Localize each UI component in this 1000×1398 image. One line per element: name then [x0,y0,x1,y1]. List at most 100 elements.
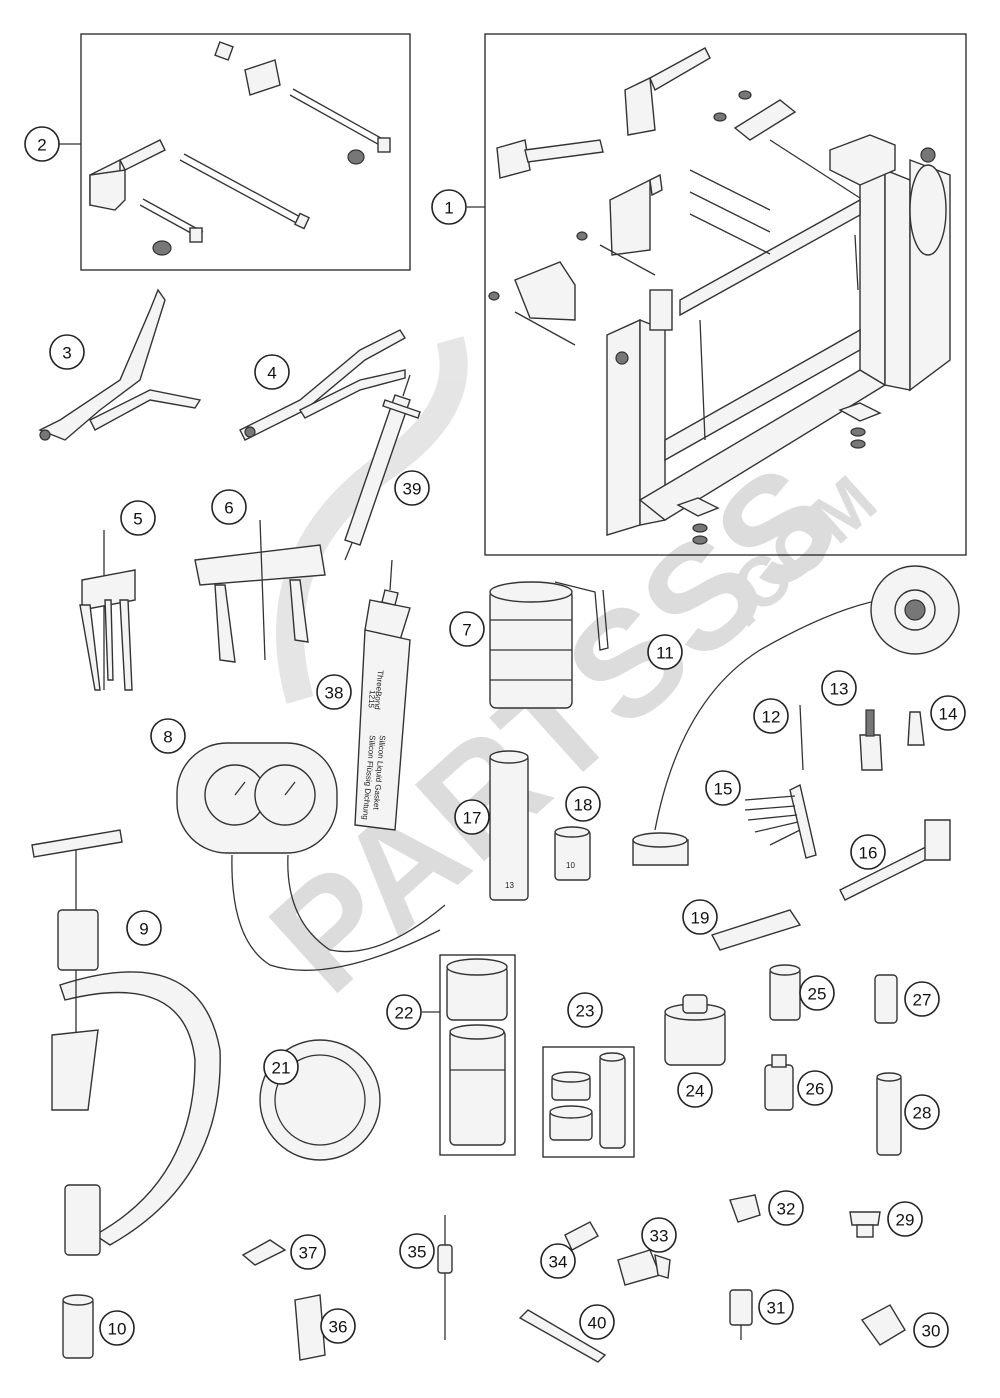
callout-16: 16 [850,834,886,870]
part-3-pliers [38,288,202,441]
callout-40: 40 [579,1304,615,1340]
part-8-pressure-gauge [176,742,446,971]
part-34-spring [564,1221,599,1251]
callout-23-text: 23 [576,1002,595,1021]
callout-2: 2 [24,126,60,162]
part-4-clamp-pliers [239,329,406,441]
part-17-socket-13: 13 [489,750,529,901]
callout-28: 28 [904,1094,940,1130]
callout-27-text: 27 [913,991,932,1010]
callout-29-text: 29 [896,1211,915,1230]
callout-24: 24 [677,1072,713,1108]
callout-21: 21 [263,1049,299,1085]
part-29-plug [849,1211,881,1238]
part-39-grease-syringe [344,374,421,561]
callout-32-text: 32 [777,1200,796,1219]
part-31-valve [729,1289,753,1340]
callout-14-text: 14 [939,705,958,724]
part-28-sleeve [876,1072,902,1156]
callout-34: 34 [540,1243,576,1279]
part-22-bearing-drift-set [446,958,508,1146]
callout-36: 36 [320,1308,356,1344]
part-1-frame [484,33,967,556]
tube-38-brand: ThreeBond [373,670,385,710]
part-38-threebond-tube: ThreeBond 1215 Silicon Liquid Gasket Sil… [354,559,411,831]
callout-1: 1 [431,189,467,225]
part-37-clip [241,1239,287,1266]
callout-9: 9 [126,910,162,946]
part-6-two-jaw-puller [194,519,326,663]
callout-31-text: 31 [767,1299,786,1318]
callout-10-text: 10 [108,1320,127,1339]
part-16-pin-spanner [839,819,951,901]
callout-4-text: 4 [267,364,276,383]
callout-5: 5 [120,500,156,536]
callout-6: 6 [211,489,247,525]
part-10-bushing-tool [62,1294,94,1359]
callout-numbers: 1 2 3 4 5 6 7 8 9 10 11 12 13 14 15 16 1… [24,126,966,1348]
callout-8: 8 [150,718,186,754]
callout-13-text: 13 [830,680,849,699]
callout-12: 12 [753,698,789,734]
callout-30-text: 30 [922,1322,941,1341]
part-36-plate [294,1294,326,1361]
callout-40-text: 40 [588,1314,607,1333]
callout-33: 33 [641,1217,677,1253]
part-23-frame [542,1046,635,1158]
callout-6-text: 6 [224,499,233,518]
callout-35-text: 35 [408,1243,427,1262]
callout-5-text: 5 [133,510,142,529]
callout-17: 17 [454,799,490,835]
callout-30: 30 [913,1312,949,1348]
part-22-frame [439,954,516,1156]
part-40-threaded-rod [518,1309,607,1363]
callout-25-text: 25 [808,985,827,1004]
callout-18: 18 [565,786,601,822]
callout-26-text: 26 [806,1080,825,1099]
callout-26: 26 [797,1070,833,1106]
part-18-socket-10: 10 [554,826,591,881]
callout-7-text: 7 [462,621,471,640]
callout-8-text: 8 [163,728,172,747]
callout-27: 27 [904,981,940,1017]
callout-22: 22 [386,994,422,1030]
part-33-bolt [617,1249,671,1286]
callout-11: 11 [647,634,683,670]
callout-7: 7 [449,611,485,647]
callout-3-text: 3 [62,344,71,363]
callout-3: 3 [49,334,85,370]
part-35-puller [437,1215,453,1340]
part-5-three-jaw-puller [79,530,136,691]
callout-39: 39 [394,470,430,506]
callout-37-text: 37 [299,1244,318,1263]
callout-19: 19 [682,899,718,935]
callout-23: 23 [567,992,603,1028]
part-15-hex-key-set [744,783,817,859]
callout-2-text: 2 [37,136,46,155]
part-32-pin [729,1194,761,1223]
callout-14: 14 [930,695,966,731]
part-2-engine-bracket-kit [89,41,391,256]
part-1-engine-stand [488,47,951,545]
callout-37: 37 [290,1234,326,1270]
part-25-sleeve [769,964,801,1021]
callout-15-text: 15 [714,780,733,799]
part-27-sleeve [874,974,898,1024]
callout-28-text: 28 [913,1104,932,1123]
callout-39-text: 39 [403,480,422,499]
callout-18-text: 18 [574,796,593,815]
socket-17-size: 13 [505,881,514,890]
callout-31: 31 [758,1289,794,1325]
callout-19-text: 19 [691,909,710,928]
part-23-seal-driver-set [549,1052,626,1149]
callout-17-text: 17 [463,809,482,828]
callout-12-text: 12 [762,708,781,727]
part-11-dial-gauge-stand [632,565,960,866]
callout-10: 10 [99,1310,135,1346]
part-26-sleeve [764,1054,794,1111]
callout-25: 25 [799,975,835,1011]
parts-12-14-small-items [799,704,925,771]
callout-38-text: 38 [325,684,344,703]
callout-15: 15 [705,770,741,806]
callout-32: 32 [768,1190,804,1226]
